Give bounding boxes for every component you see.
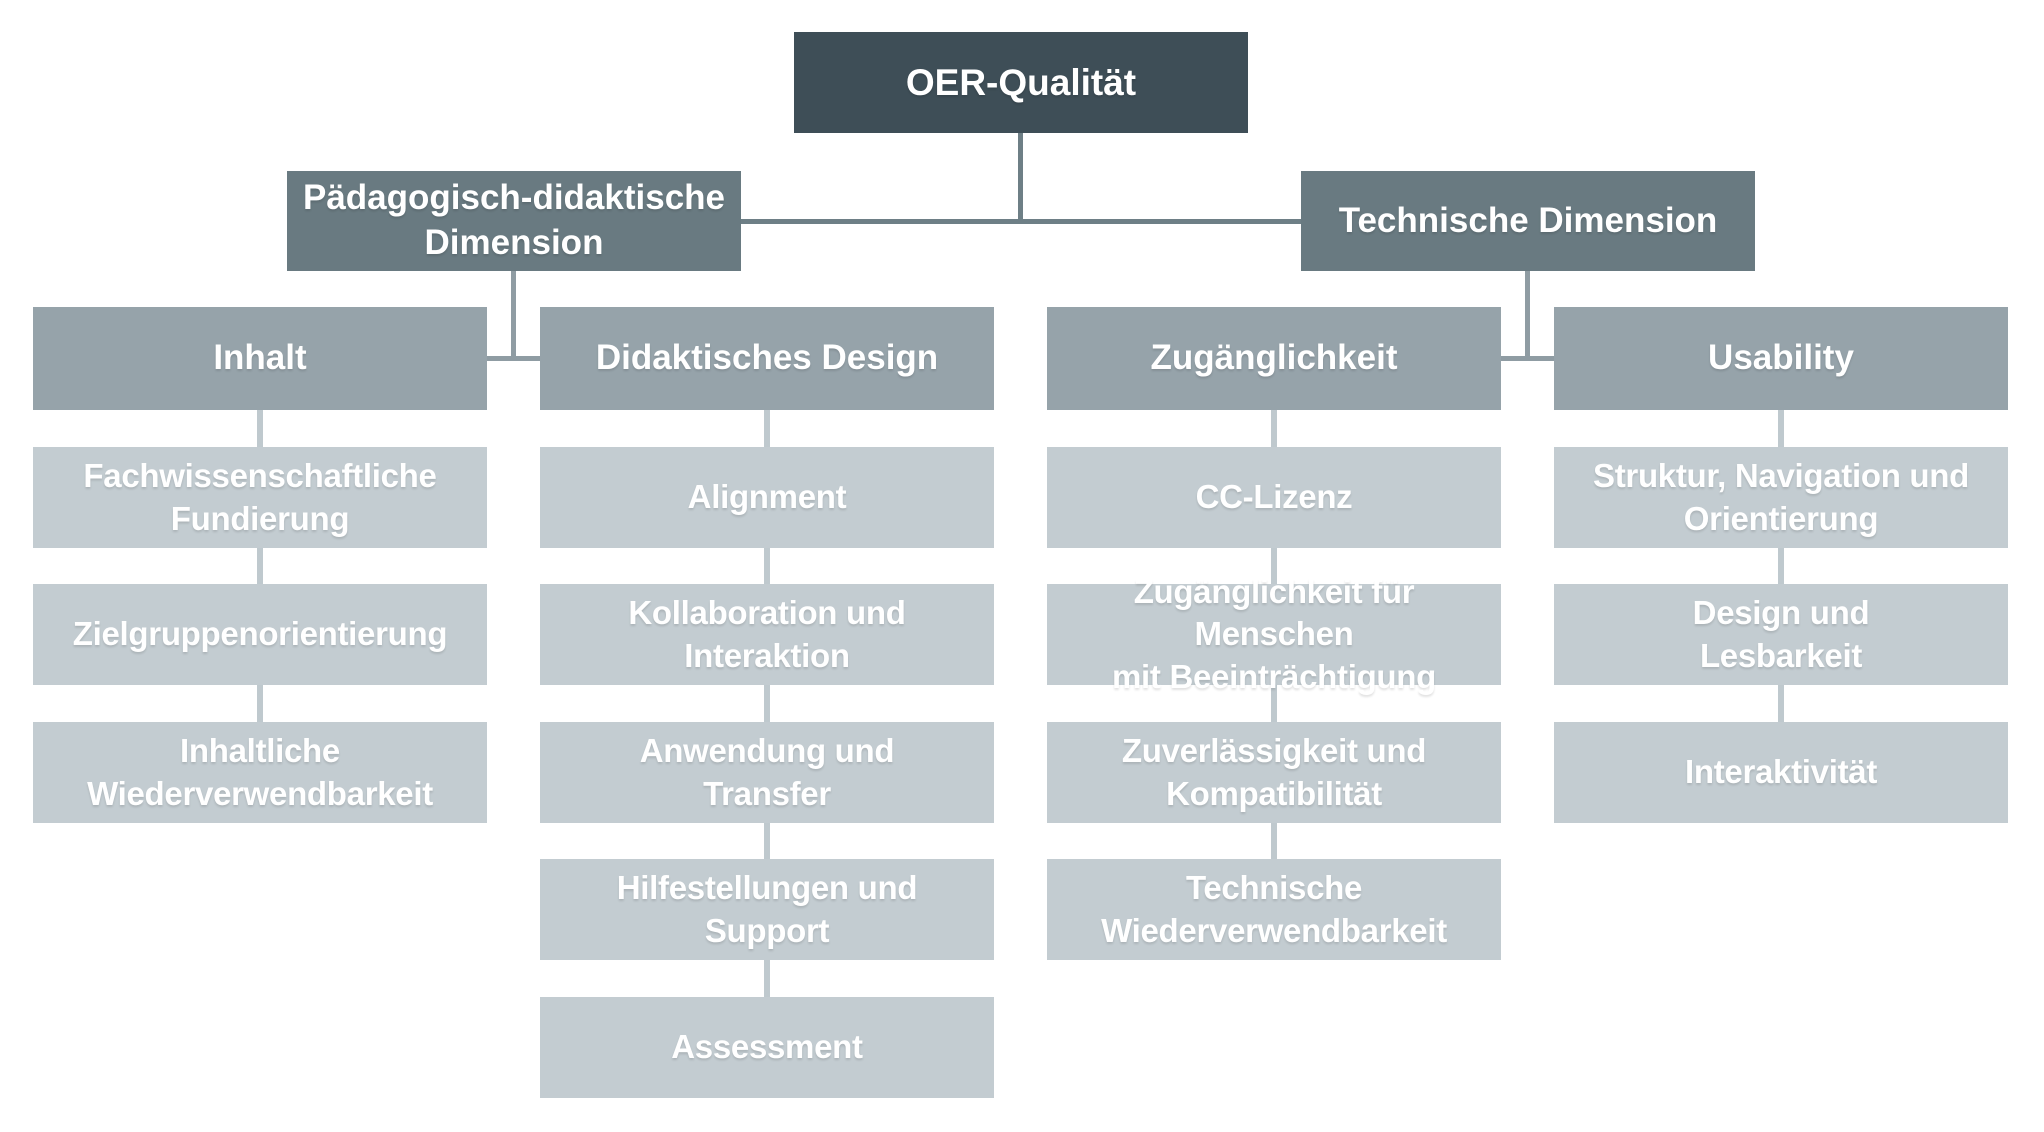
node-anwendung-und-transfer: Anwendung und Transfer — [540, 722, 994, 823]
node-technische-wiederverwendbarkeit: Technische Wiederverwendbarkeit — [1047, 859, 1501, 960]
connector-didaktisches-design-seg-3 — [764, 685, 770, 722]
connector-oer-horizontal — [741, 219, 1301, 224]
node-design-und-lesbarkeit: Design und Lesbarkeit — [1554, 584, 2008, 685]
node-cc-lizenz: CC-Lizenz — [1047, 447, 1501, 548]
connector-technische-horizontal — [1501, 356, 1554, 361]
connector-zugaenglichkeit-seg-4 — [1271, 823, 1277, 859]
node-paedagogisch-didaktische-dimension: Pädagogisch-didaktische Dimension — [287, 171, 741, 271]
node-hilfestellungen-und-support: Hilfestellungen und Support — [540, 859, 994, 960]
node-inhalt: Inhalt — [33, 307, 487, 410]
node-fachwissenschaftliche-fundierung: Fachwissenschaftliche Fundierung — [33, 447, 487, 548]
connector-technische-vertical — [1525, 270, 1530, 361]
node-didaktisches-design: Didaktisches Design — [540, 307, 994, 410]
connector-didaktisches-design-seg-5 — [764, 960, 770, 997]
connector-zugaenglichkeit-seg-2 — [1271, 548, 1277, 584]
node-zugaenglichkeit-fuer-menschen: Zugänglichkeit für Menschen mit Beeinträ… — [1047, 573, 1501, 695]
connector-oer-vertical — [1018, 133, 1023, 224]
node-zuverlaessigkeit-und-kompatibilitaet: Zuverlässigkeit und Kompatibilität — [1047, 722, 1501, 823]
connector-paedagogisch-horizontal — [487, 356, 540, 361]
connector-didaktisches-design-seg-4 — [764, 823, 770, 859]
node-kollaboration-und-interaktion: Kollaboration und Interaktion — [540, 584, 994, 685]
node-zugaenglichkeit: Zugänglichkeit — [1047, 307, 1501, 410]
node-interaktivitaet: Interaktivität — [1554, 722, 2008, 823]
node-oer-qualitaet: OER-Qualität — [794, 32, 1248, 133]
connector-inhalt-seg-1 — [257, 410, 263, 447]
connector-usability-seg-3 — [1778, 685, 1784, 722]
node-inhaltliche-wiederverwendbarkeit: Inhaltliche Wiederverwendbarkeit — [33, 722, 487, 823]
connector-usability-seg-2 — [1778, 548, 1784, 584]
node-technische-dimension: Technische Dimension — [1301, 171, 1755, 271]
connector-zugaenglichkeit-seg-1 — [1271, 410, 1277, 447]
node-alignment: Alignment — [540, 447, 994, 548]
node-struktur-navigation-orientierung: Struktur, Navigation und Orientierung — [1554, 447, 2008, 548]
connector-didaktisches-design-seg-2 — [764, 548, 770, 584]
connector-zugaenglichkeit-seg-3 — [1271, 685, 1277, 722]
node-assessment: Assessment — [540, 997, 994, 1098]
connector-inhalt-seg-2 — [257, 548, 263, 584]
connector-didaktisches-design-seg-1 — [764, 410, 770, 447]
connector-inhalt-seg-3 — [257, 685, 263, 722]
connector-paedagogisch-vertical — [511, 270, 516, 361]
node-zielgruppenorientierung: Zielgruppenorientierung — [33, 584, 487, 685]
node-usability: Usability — [1554, 307, 2008, 410]
connector-usability-seg-1 — [1778, 410, 1784, 447]
